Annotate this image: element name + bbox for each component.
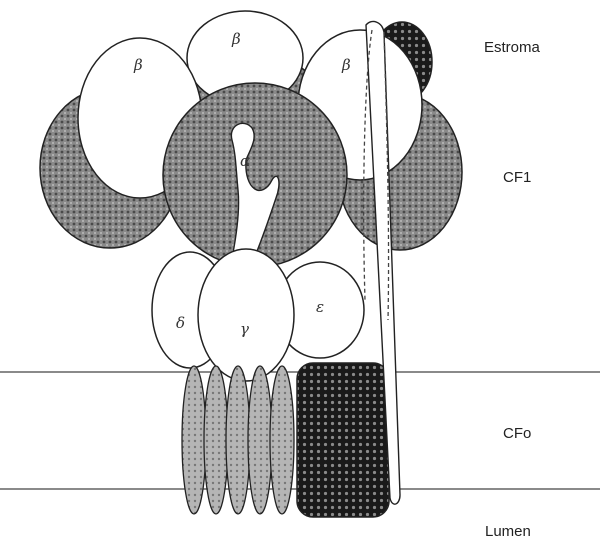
label-lumen: Lumen [485,523,531,540]
label-cfo: CFo [503,425,531,442]
c-subunit [226,366,250,514]
label-epsilon: ε [316,298,324,316]
a-subunit [297,363,389,517]
c-subunit [270,366,294,514]
c-subunit [182,366,206,514]
label-beta-left: β [133,56,143,74]
label-cf1: CF1 [503,169,531,186]
label-delta: δ [176,314,185,332]
label-gamma: γ [240,320,249,338]
label-stroma: Estroma [484,39,541,56]
c-subunit [204,366,228,514]
label-beta-right: β [341,56,351,74]
label-alpha: α [240,152,250,170]
c-subunit [248,366,272,514]
label-beta-top: β [231,30,241,48]
gamma-subunit [198,249,294,381]
